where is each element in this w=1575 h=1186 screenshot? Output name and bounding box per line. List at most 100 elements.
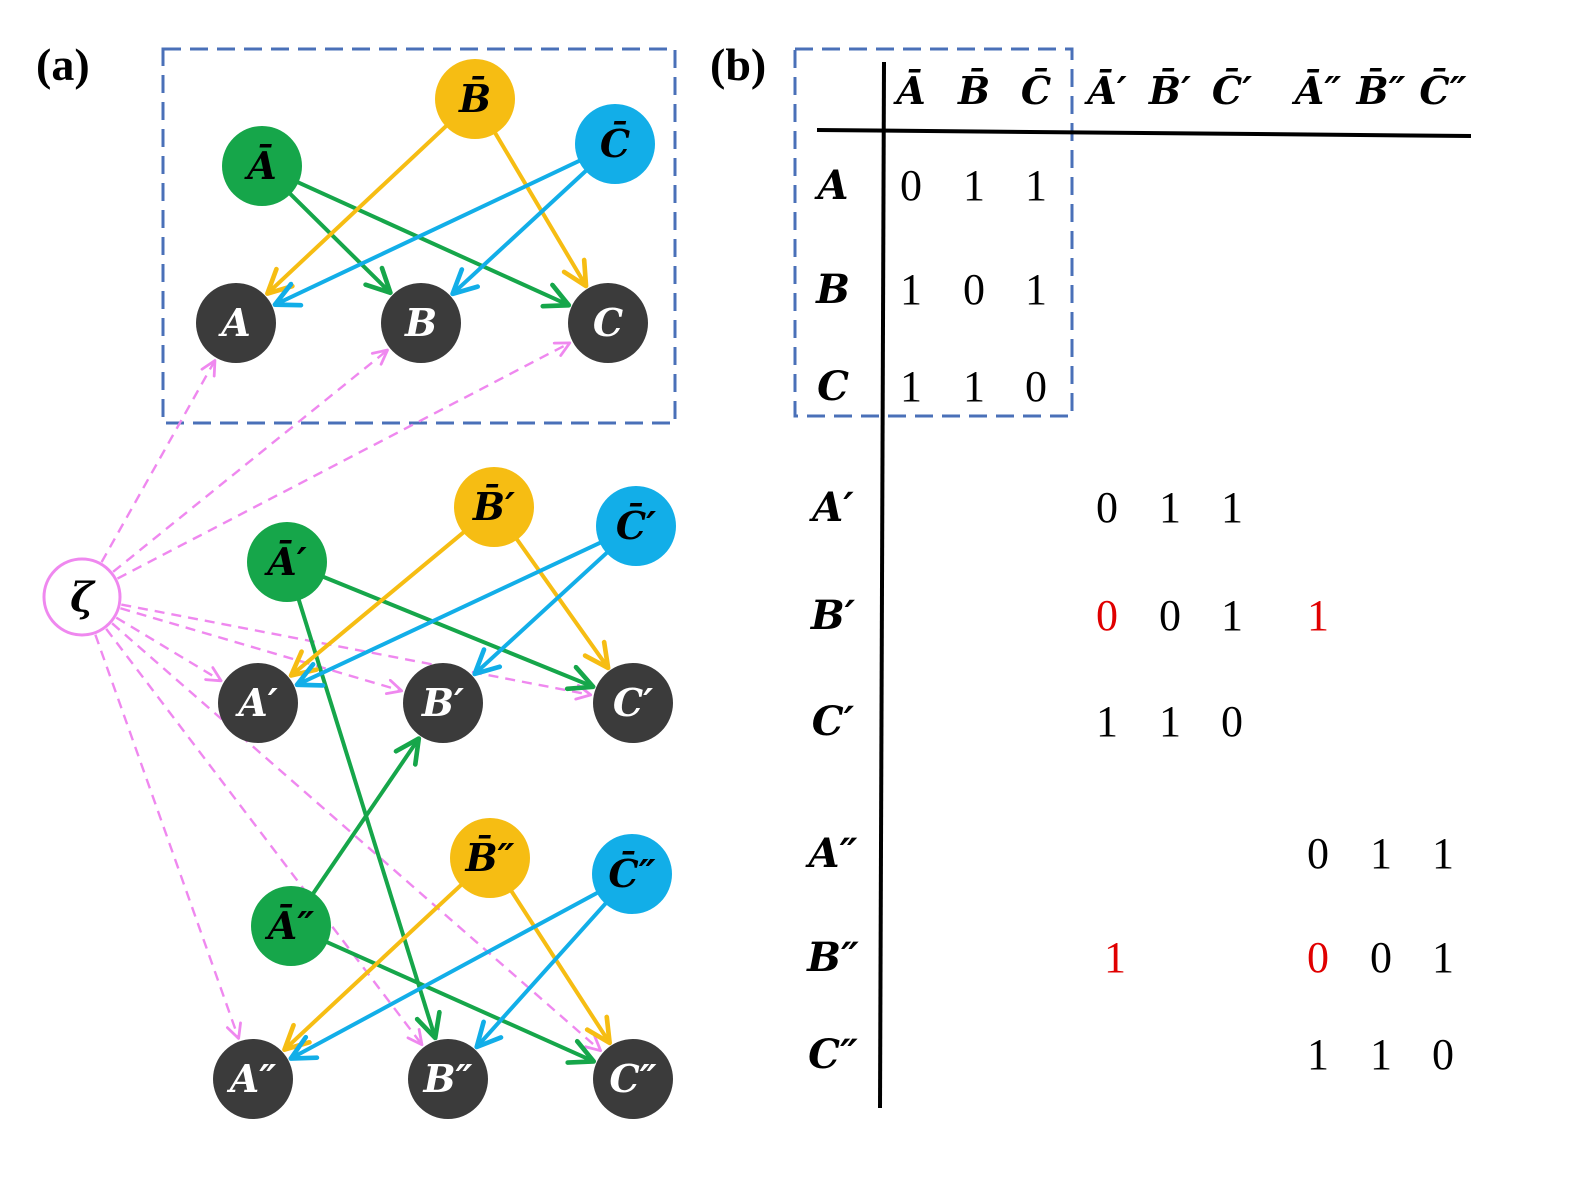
matrix-cell: 1 <box>1159 483 1181 532</box>
node-A1 <box>218 663 298 743</box>
matrix-cell: 0 <box>1025 362 1047 411</box>
edge-Bbar2-to-C2 <box>508 888 612 1046</box>
matrix-row-header: C″ <box>808 1031 858 1078</box>
matrix-cell-highlighted: 1 <box>1307 591 1329 640</box>
matrix-cell: 0 <box>1432 1030 1454 1079</box>
edge-Cbar1-to-B1 <box>472 550 610 677</box>
node-label-Cbar2: C̄″ <box>608 851 655 896</box>
matrix-cell: 0 <box>963 265 985 314</box>
edge-Abar-to-B <box>287 191 393 296</box>
edge-zeta-to-A1 <box>115 616 223 683</box>
matrix-row-header: B′ <box>810 592 856 639</box>
node-label-Bbar1: B̄′ <box>472 484 515 529</box>
matrix-cell: 1 <box>1432 829 1454 878</box>
panel-label-a: (a) <box>36 39 90 90</box>
node-Cbar2 <box>592 834 672 914</box>
matrix-cell: 1 <box>900 265 922 314</box>
node-label-Cbar1: C̄′ <box>616 503 656 548</box>
matrix-col-header: Ā′ <box>1084 68 1127 113</box>
edge-Cbar2-to-B2 <box>474 900 609 1050</box>
matrix-cell: 0 <box>1370 933 1392 982</box>
matrix-cell: 1 <box>1025 265 1047 314</box>
matrix-cell: 1 <box>1221 483 1243 532</box>
matrix-col-header: B̄″ <box>1355 68 1405 113</box>
matrix-row-header: C <box>817 363 849 410</box>
edge-Bbar1-to-A1 <box>288 529 467 678</box>
matrix-cell: 1 <box>963 362 985 411</box>
node-Bbar <box>435 59 515 139</box>
matrix-row-header: B <box>815 266 850 313</box>
edge-zeta-to-C <box>116 341 572 580</box>
node-Cbar1 <box>596 486 676 566</box>
node-label-Abar2: Ā″ <box>265 903 314 948</box>
matrix-col-header: C̄″ <box>1419 68 1466 113</box>
matrix-cell-highlighted: 1 <box>1104 933 1126 982</box>
matrix-cell: 0 <box>1307 829 1329 878</box>
node-C1 <box>593 663 673 743</box>
node-C2 <box>593 1039 673 1119</box>
matrix-cell: 0 <box>1096 483 1118 532</box>
node-A <box>196 283 276 363</box>
edge-zeta-to-B1 <box>120 607 404 696</box>
layer-frame <box>161 47 677 425</box>
edge-zeta-to-A2 <box>94 634 242 1040</box>
panel-label-b: (b) <box>710 39 766 90</box>
node-A2 <box>213 1039 293 1119</box>
edge-zeta-to-B2 <box>105 628 424 1047</box>
edge-Bbar-to-C <box>492 130 589 289</box>
node-label-B: B <box>404 300 437 345</box>
edge-Abar-to-C <box>295 179 572 309</box>
matrix-horizontal-rule <box>816 128 1472 138</box>
node-label-C2: C″ <box>609 1056 656 1101</box>
node-B1 <box>403 663 483 743</box>
zeta-label: ζ <box>70 574 96 621</box>
matrix-cell: 1 <box>1159 697 1181 746</box>
edge-Abar1-to-C1 <box>321 574 596 692</box>
node-label-A1: A′ <box>235 680 278 725</box>
matrix-cell: 1 <box>900 362 922 411</box>
matrix-row-header: A″ <box>805 830 858 877</box>
edge-Cbar2-to-A2 <box>288 890 600 1061</box>
node-label-Abar1: Ā′ <box>264 539 307 584</box>
edge-Abar2-to-C2 <box>324 939 597 1065</box>
node-Abar <box>222 126 302 206</box>
node-B2 <box>408 1039 488 1119</box>
zeta-node <box>42 557 122 637</box>
node-label-Cbar: C̄ <box>600 121 630 166</box>
node-C <box>568 283 648 363</box>
node-Bbar2 <box>450 818 530 898</box>
node-label-Bbar: B̄ <box>458 76 491 121</box>
edge-zeta-to-C2 <box>111 622 603 1053</box>
matrix-cell: 1 <box>1432 933 1454 982</box>
matrix-cell: 0 <box>900 161 922 210</box>
matrix-cell-highlighted: 0 <box>1307 933 1329 982</box>
matrix-cell: 1 <box>963 161 985 210</box>
node-Cbar <box>575 104 655 184</box>
node-label-A2: A″ <box>227 1056 276 1101</box>
matrix-col-header: Ā″ <box>1292 68 1341 113</box>
matrix-col-header: C̄ <box>1021 68 1051 113</box>
node-label-Bbar2: B̄″ <box>464 835 514 880</box>
matrix-frame <box>793 47 1074 418</box>
edge-Abar2-to-B1 <box>310 736 422 896</box>
graph-edges <box>265 123 612 1065</box>
node-label-Abar: Ā <box>244 143 276 188</box>
edge-zeta-to-A <box>100 359 217 563</box>
matrix-row-header: A′ <box>808 484 854 531</box>
edge-zeta-to-B <box>112 348 389 573</box>
node-label-A: A <box>218 300 250 345</box>
node-B <box>381 283 461 363</box>
matrix-cell: 1 <box>1096 697 1118 746</box>
matrix-cell-highlighted: 0 <box>1096 591 1118 640</box>
matrix-cell: 1 <box>1221 591 1243 640</box>
matrix-row-header: A <box>813 162 848 209</box>
matrix-vertical-rule <box>878 61 886 1109</box>
edge-Bbar1-to-C1 <box>514 536 611 671</box>
node-label-B1: B′ <box>421 680 464 725</box>
node-label-C: C <box>593 300 623 345</box>
